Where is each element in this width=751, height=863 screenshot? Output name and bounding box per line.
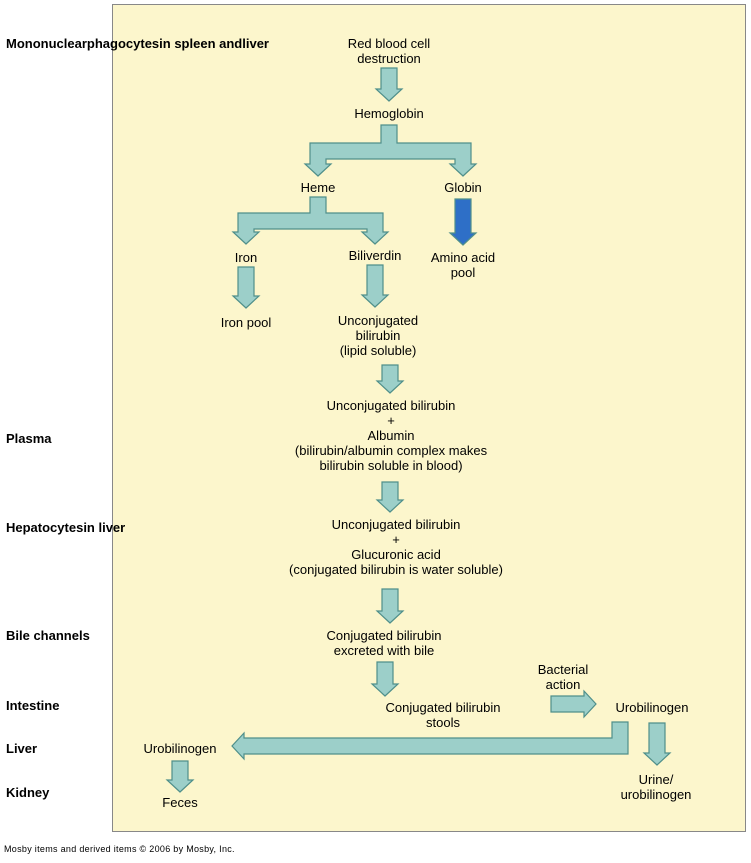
arrow-rbc-to-hemoglobin	[374, 67, 404, 102]
node-biliverdin: Biliverdin	[348, 248, 402, 263]
arrow-to-bile	[375, 588, 405, 624]
node-urobilinogen-intestine: Urobilinogen	[615, 700, 689, 715]
label-kidney: Kidney	[6, 785, 50, 800]
label-intestine: Intestine	[6, 698, 60, 713]
node-heme: Heme	[300, 180, 336, 195]
node-hepatocyte-complex: Unconjugated bilirubin+Glucuronic acid(c…	[289, 517, 503, 577]
arrow-iron-to-iron-pool	[231, 266, 261, 309]
arrow-heme-split	[231, 196, 390, 245]
node-hemoglobin: Hemoglobin	[354, 106, 424, 121]
arrow-to-feces	[165, 760, 195, 793]
node-iron: Iron	[234, 250, 258, 265]
label-mononuclear-phagocytes: Mononuclearphagocytesin spleen andliver	[6, 36, 269, 51]
arrow-to-urine	[642, 722, 672, 766]
arrow-to-hepatocytes	[375, 481, 405, 513]
diagram-panel	[112, 4, 746, 832]
node-feces: Feces	[162, 795, 198, 810]
label-liver: Liver	[6, 741, 38, 756]
label-plasma: Plasma	[6, 431, 52, 446]
label-bile-channels: Bile channels	[6, 628, 90, 643]
arrow-urobilinogen-to-liver	[231, 721, 629, 761]
arrow-biliverdin-to-unconjugated	[360, 264, 390, 308]
node-iron-pool: Iron pool	[220, 315, 272, 330]
arrow-globin-to-amino-acid	[448, 198, 478, 246]
arrow-bacterial-action	[550, 689, 597, 719]
node-urobilinogen-liver: Urobilinogen	[143, 741, 217, 756]
node-globin: Globin	[444, 180, 482, 195]
label-hepatocytes: Hepatocytesin liver	[6, 520, 126, 535]
arrow-to-plasma	[375, 364, 405, 394]
arrow-to-intestine	[370, 661, 400, 697]
node-plasma-complex: Unconjugated bilirubin+Albumin(bilirubin…	[294, 398, 488, 473]
node-urine-urobilinogen: Urine/urobilinogen	[620, 772, 692, 802]
arrow-hemoglobin-split	[303, 124, 478, 177]
copyright-footer: Mosby items and derived items © 2006 by …	[4, 844, 235, 854]
